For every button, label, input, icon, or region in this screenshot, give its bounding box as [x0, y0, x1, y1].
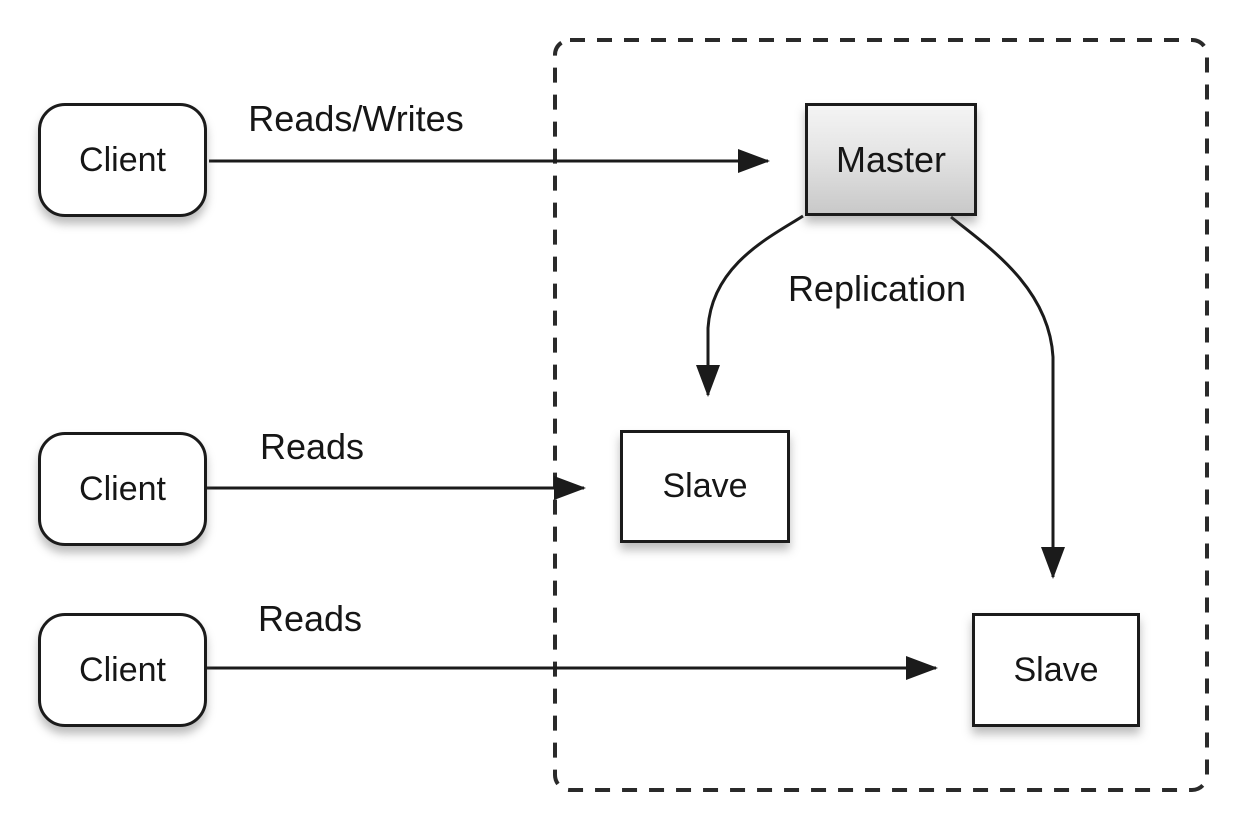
- node-client-2-label: Client: [79, 469, 166, 508]
- node-slave-1: Slave: [620, 430, 790, 543]
- node-master-label: Master: [835, 138, 947, 180]
- edge-label-reads-writes: Reads/Writes: [248, 98, 464, 139]
- edge-label-reads-mid: Reads: [259, 426, 365, 467]
- edge-label-replication: Replication: [787, 268, 967, 309]
- edge-master-slave2-replication-arrow: [950, 215, 1065, 579]
- replication-cluster-boundary: [553, 38, 1209, 792]
- node-client-1: Client: [38, 103, 207, 217]
- node-client-3-label: Client: [79, 650, 166, 689]
- node-master: Master: [805, 103, 977, 216]
- node-client-3: Client: [38, 613, 207, 727]
- node-slave-1-label: Slave: [662, 467, 748, 505]
- edge-master-slave1-replication-arrow: [696, 214, 804, 397]
- edge-label-reads-bottom: Reads: [257, 598, 363, 639]
- node-slave-2: Slave: [972, 613, 1140, 727]
- node-client-2: Client: [38, 432, 207, 546]
- node-client-1-label: Client: [79, 140, 166, 179]
- node-slave-2-label: Slave: [1013, 650, 1099, 689]
